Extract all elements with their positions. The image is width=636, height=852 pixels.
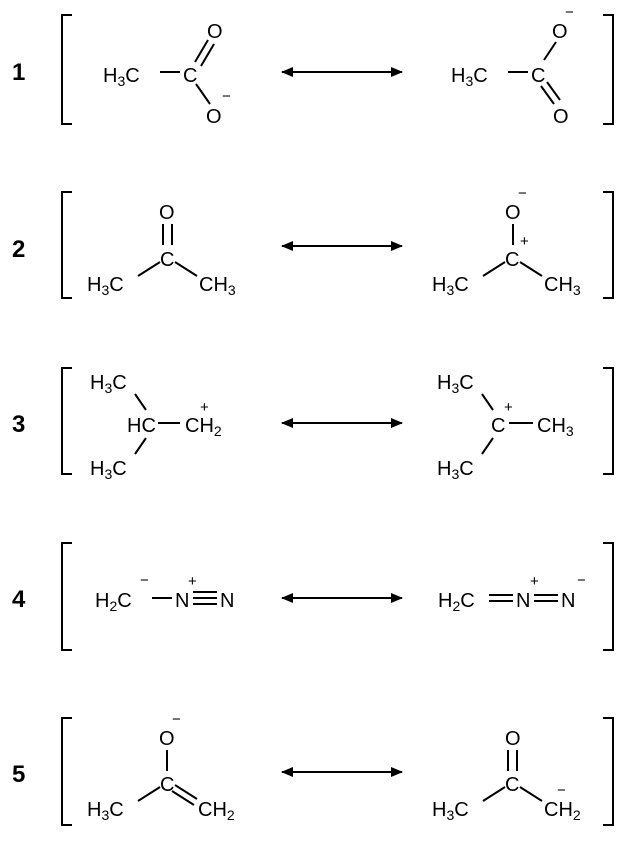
row-number: 2 [12, 236, 25, 263]
right-structure: H3C C O − O [451, 4, 574, 128]
carbon-atom: C [531, 65, 545, 87]
left-structure: H3C HC + CH2 H3C [90, 372, 222, 482]
left-bracket [61, 191, 72, 299]
right-bracket [603, 542, 614, 651]
methyl-group: H3C [87, 274, 124, 298]
oxygen-atom: O [505, 202, 521, 224]
methyl-group: H3C [437, 372, 474, 396]
methylene-group: CH2 [544, 799, 581, 823]
methyl-group: H3C [432, 799, 469, 823]
right-structure: O C H3C − CH2 [432, 728, 581, 823]
methyl-group: H3C [432, 274, 469, 298]
left-structure: H3C C O O − [103, 21, 231, 128]
oxygen-atom: O [552, 21, 568, 43]
methylene-group: H2C [438, 590, 475, 614]
negative-charge: − [557, 782, 566, 799]
methyl-group: H3C [451, 65, 488, 89]
methyl-group: H3C [103, 65, 140, 89]
right-structure: H2C + N N − [438, 572, 586, 614]
carbon-atom: C [160, 249, 174, 271]
carbon-atom: C [491, 415, 505, 437]
right-structure: O − + C H3C CH3 [432, 185, 581, 298]
methylene-group: CH2 [198, 799, 235, 823]
right-bracket [603, 14, 614, 125]
nitrogen-atom: N [220, 590, 234, 612]
left-bracket [61, 14, 72, 125]
negative-charge: − [577, 572, 586, 589]
methylene-group: H2C [95, 590, 132, 614]
carbon-atom: C [183, 65, 197, 87]
oxygen-atom: O [505, 728, 521, 750]
positive-charge: + [530, 573, 539, 590]
left-bracket [61, 367, 72, 475]
positive-charge: + [188, 573, 197, 590]
positive-charge: + [504, 399, 513, 416]
left-structure: O C H3C CH3 [87, 202, 236, 298]
oxygen-atom: O [159, 728, 175, 750]
methyl-group: H3C [437, 458, 474, 482]
right-structure: H3C + C CH3 H3C [437, 372, 574, 482]
oxygen-atom: O [206, 106, 222, 128]
row-number: 1 [12, 59, 25, 86]
carbon-atom: C [160, 774, 174, 796]
oxygen-atom: O [207, 21, 223, 43]
row-number: 4 [12, 586, 26, 613]
positive-charge: + [520, 233, 529, 250]
row-3: 3 H3C HC + CH2 H3C H3C + C CH3 H3C [12, 367, 614, 482]
negative-charge: − [172, 711, 181, 728]
oxygen-atom: O [553, 106, 569, 128]
positive-charge: + [200, 399, 209, 416]
nitrogen-atom: N [175, 590, 189, 612]
methyl-group: CH3 [544, 274, 581, 298]
ch-group: HC [127, 415, 156, 437]
methyl-group: CH3 [199, 274, 236, 298]
methylene-group: CH2 [185, 415, 222, 439]
carbon-atom: C [505, 249, 519, 271]
right-bracket [603, 717, 614, 826]
negative-charge: − [565, 4, 574, 21]
row-1: 1 H3C C O O − H3C C O − O [12, 4, 614, 128]
carbon-atom: C [505, 774, 519, 796]
left-structure: O − C H3C CH2 [87, 711, 235, 823]
row-4: 4 H2C − + N N H2C + N N − [12, 542, 614, 651]
row-2: 2 O C H3C CH3 O − + C H3C CH3 [12, 185, 614, 299]
row-number: 3 [12, 411, 25, 438]
negative-charge: − [140, 572, 149, 589]
right-bracket [603, 191, 614, 299]
left-bracket [61, 717, 72, 826]
row-number: 5 [12, 761, 25, 788]
methyl-group: H3C [90, 458, 127, 482]
left-bracket [61, 542, 72, 651]
row-5: 5 O − C H3C CH2 O C H3C − CH2 [12, 711, 614, 826]
nitrogen-atom: N [516, 590, 530, 612]
negative-charge: − [222, 88, 231, 105]
oxygen-atom: O [159, 202, 175, 224]
left-structure: H2C − + N N [95, 572, 234, 614]
right-bracket [603, 367, 614, 475]
methyl-group: CH3 [537, 415, 574, 439]
negative-charge: − [518, 185, 527, 202]
methyl-group: H3C [90, 372, 127, 396]
methyl-group: H3C [87, 799, 124, 823]
nitrogen-atom: N [561, 590, 575, 612]
